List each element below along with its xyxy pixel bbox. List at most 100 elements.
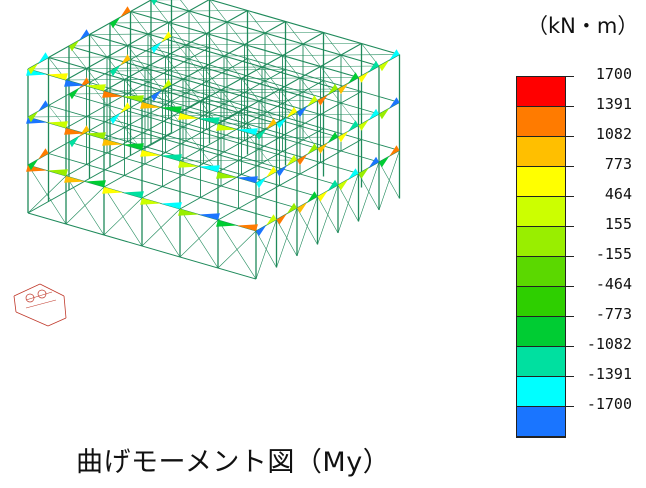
moment-marker xyxy=(256,225,267,237)
moment-marker xyxy=(266,118,277,130)
frame-member xyxy=(103,106,248,188)
frame-member xyxy=(25,299,57,309)
moment-marker xyxy=(307,95,318,107)
unit-label: （kN・m） xyxy=(527,14,639,38)
moment-marker xyxy=(64,128,85,135)
frame-member xyxy=(317,196,339,234)
legend-swatch xyxy=(517,167,565,197)
moment-marker xyxy=(286,154,297,166)
frame-member xyxy=(25,291,53,301)
moment-marker xyxy=(297,154,308,166)
moment-marker xyxy=(28,111,39,123)
moment-marker xyxy=(47,121,68,128)
moment-marker xyxy=(307,143,318,155)
frame-member xyxy=(282,55,301,79)
legend-tick xyxy=(564,286,574,287)
moment-marker xyxy=(199,117,220,124)
base-anchor xyxy=(25,293,35,303)
frame-member xyxy=(27,84,172,166)
moment-marker xyxy=(389,97,400,109)
legend-tick xyxy=(564,406,574,407)
frame-member xyxy=(165,56,184,80)
moment-marker xyxy=(389,49,400,61)
moment-marker xyxy=(338,179,349,191)
moment-marker xyxy=(389,145,400,157)
moment-marker xyxy=(110,65,121,77)
frame-member xyxy=(65,47,210,129)
legend-swatch xyxy=(517,347,565,377)
legend-label: -1391 xyxy=(586,365,632,383)
moment-marker xyxy=(297,106,308,118)
frame-member xyxy=(103,10,248,92)
legend-swatch xyxy=(517,77,565,107)
frame-member xyxy=(179,128,324,210)
moment-marker xyxy=(69,40,80,52)
moment-marker xyxy=(161,79,172,91)
legend-label: -1700 xyxy=(586,395,632,413)
frame-member xyxy=(255,230,277,268)
frame-member xyxy=(203,67,222,91)
moment-marker xyxy=(286,202,297,214)
legend-swatch xyxy=(517,197,565,227)
moment-marker xyxy=(123,143,144,150)
legend-swatch xyxy=(517,227,565,257)
frame-member xyxy=(103,186,143,247)
moment-marker xyxy=(123,191,144,198)
frame-member xyxy=(65,95,210,177)
frame-member xyxy=(261,66,280,90)
frame-member xyxy=(144,67,163,91)
moment-marker xyxy=(379,60,390,72)
frame-member xyxy=(182,78,201,102)
moment-marker xyxy=(120,102,131,114)
frame-member xyxy=(65,175,105,236)
moment-marker xyxy=(276,165,287,177)
frame-member xyxy=(13,295,17,313)
moment-marker xyxy=(178,161,199,168)
frame-member xyxy=(141,21,286,103)
moment-marker xyxy=(237,176,258,183)
moment-marker xyxy=(297,202,308,214)
frame-member xyxy=(188,10,207,34)
moment-marker xyxy=(216,172,237,179)
frame-member xyxy=(378,161,400,199)
moment-marker xyxy=(47,73,68,80)
moment-marker xyxy=(123,95,144,102)
frame-member xyxy=(127,45,146,69)
frame-member xyxy=(168,22,187,46)
legend-label: 464 xyxy=(604,185,632,203)
moment-marker xyxy=(110,17,121,29)
legend-label: -464 xyxy=(595,275,632,293)
frame-member xyxy=(63,295,67,319)
legend-swatch xyxy=(517,377,565,407)
frame-member xyxy=(226,21,245,45)
legend-label: 1082 xyxy=(595,125,632,143)
moment-marker xyxy=(237,224,258,231)
legend-swatch xyxy=(517,407,565,437)
frame-member xyxy=(182,126,201,150)
moment-marker xyxy=(368,108,379,120)
frame-member xyxy=(130,11,149,35)
moment-marker xyxy=(85,132,106,139)
moment-marker xyxy=(47,169,68,176)
frame-member xyxy=(39,283,65,297)
moment-marker xyxy=(276,213,287,225)
moment-marker xyxy=(28,63,39,75)
legend-tick xyxy=(564,196,574,197)
moment-marker xyxy=(327,131,338,143)
moment-marker xyxy=(216,124,237,131)
moment-marker xyxy=(327,179,338,191)
legend-label: 155 xyxy=(604,215,632,233)
moment-marker xyxy=(102,139,123,146)
legend-tick xyxy=(564,136,574,137)
moment-marker xyxy=(358,71,369,83)
frame-member xyxy=(247,10,266,34)
frame-member xyxy=(264,80,283,104)
moment-marker xyxy=(216,220,237,227)
frame-member xyxy=(296,207,318,245)
legend-tick xyxy=(564,316,574,317)
moment-marker xyxy=(161,106,182,113)
moment-marker xyxy=(379,156,390,168)
frame-member xyxy=(358,173,380,211)
legend-label: 773 xyxy=(604,155,632,173)
